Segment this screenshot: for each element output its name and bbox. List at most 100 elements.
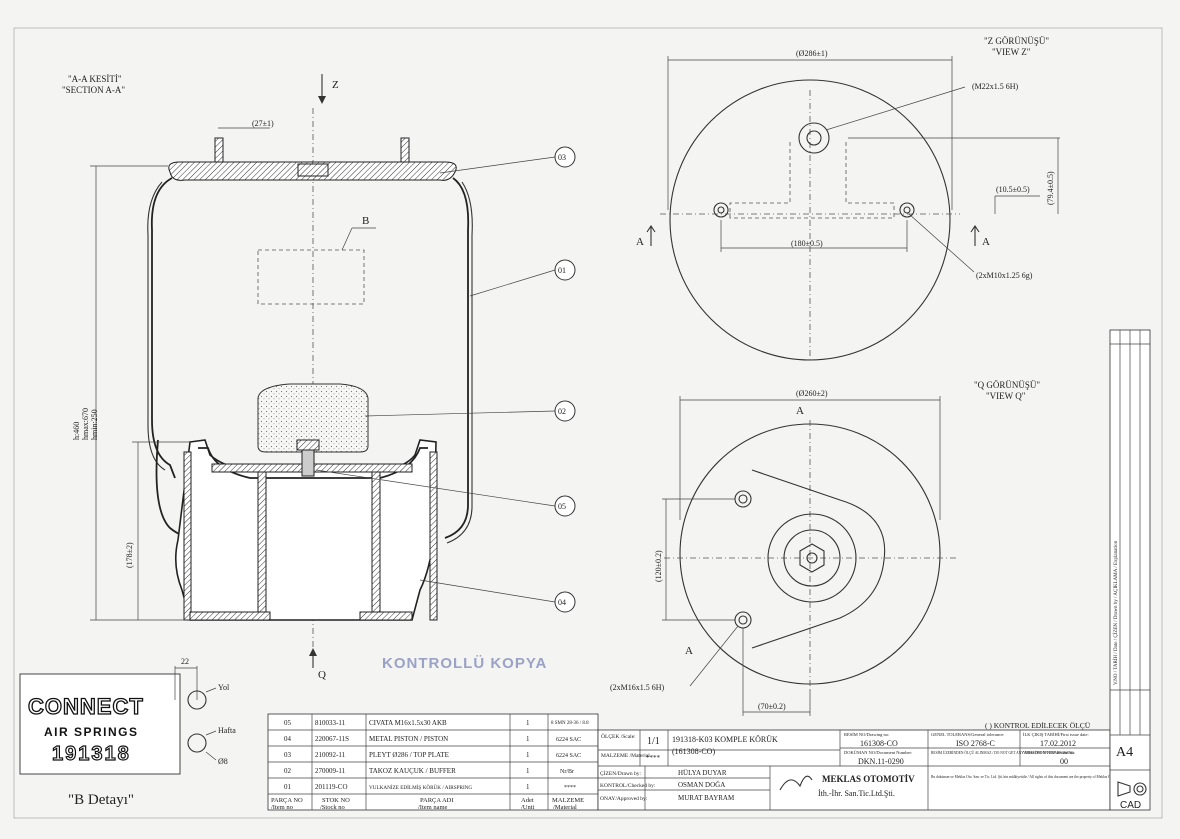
material-label: MALZEME /Material <box>601 753 650 759</box>
svg-text:Nr/Br: Nr/Br <box>560 769 574 775</box>
svg-text:/Material: /Material <box>553 804 577 811</box>
svg-text:CIVATA M16x1.5x30 AKB: CIVATA M16x1.5x30 AKB <box>369 719 447 727</box>
detail-b-box <box>257 249 365 305</box>
q-hole-bottom <box>734 611 752 629</box>
bolt-head <box>296 439 320 451</box>
q-hole-bottom-inner <box>738 615 748 625</box>
svg-text:02: 02 <box>558 407 566 416</box>
svg-text:PARÇA ADI: PARÇA ADI <box>420 797 454 804</box>
svg-text:01: 01 <box>284 783 292 791</box>
svg-text:VULKANİZE EDİLMİŞ KÖRÜK / AIRS: VULKANİZE EDİLMİŞ KÖRÜK / AIRSPRING <box>369 784 472 791</box>
svg-text:/Stock no: /Stock no <box>320 804 345 811</box>
z-section-a-left-arrow <box>646 225 656 246</box>
drawn-by: HÜLYA DUYAR <box>678 769 727 777</box>
z-spacing: (180±0.5) <box>791 239 823 248</box>
detail-b-label: B <box>362 215 369 227</box>
balloon-05: 05 <box>315 469 576 517</box>
tolerance: ISO 2768-C <box>956 739 995 748</box>
section-title-tr: "A-A KESİTİ" <box>68 74 122 84</box>
q-hub-outer <box>767 513 857 603</box>
parts-row: 02 270009-11 TAKOZ KAUÇUK / BUFFER 1 Nr/… <box>284 767 574 775</box>
height-min: hmin:250 <box>90 409 99 440</box>
svg-text:05: 05 <box>284 719 292 727</box>
sheet-size: A4 <box>1116 745 1133 760</box>
parts-row: 03 210092-11 PLEYT Ø286 / TOP PLATE 1 62… <box>284 751 581 759</box>
z-stud-right-thread <box>903 206 911 214</box>
q-thread: (2xM16x1.5 6H) <box>610 683 665 692</box>
view-q-title-en: "VIEW Q" <box>986 391 1026 401</box>
svg-text:/Item name: /Item name <box>418 804 448 811</box>
title-block <box>597 729 1111 811</box>
detail-b-dia: Ø8 <box>218 757 228 766</box>
z-arrow-label: Z <box>332 79 339 91</box>
buffer-section <box>257 383 369 453</box>
company-sub: İth.-İhr. San.Tic.Ltd.Şti. <box>818 789 895 798</box>
q-offset: (70±0.2) <box>758 702 786 711</box>
svg-text:210092-11: 210092-11 <box>315 751 346 759</box>
piston-top-rim <box>198 447 428 479</box>
logo-code: 191318 <box>52 743 131 765</box>
company-name: MEKLAS OTOMOTİV <box>822 774 915 784</box>
svg-text:METAL PISTON / PISTON: METAL PISTON / PISTON <box>369 735 448 743</box>
svg-text:8 SMN 28-36 / 8.8: 8 SMN 28-36 / 8.8 <box>551 721 589 726</box>
parts-row: 01 201119-CO VULKANİZE EDİLMİŞ KÖRÜK / A… <box>284 783 576 791</box>
svg-text:1: 1 <box>526 751 530 759</box>
detail-b-width: 22 <box>181 657 189 666</box>
legal-note: Bu doküman ve Meklas Oto. San. ve Tic. L… <box>931 775 1114 779</box>
z-offset-h: (10.5±0.5) <box>996 185 1030 194</box>
q-hub-center <box>806 552 818 564</box>
svg-text:1: 1 <box>526 767 530 775</box>
scale-label: ÖLÇEK /Scale: <box>601 733 636 740</box>
doc-no: DKN.11-0290 <box>858 757 904 766</box>
z-hidden-outline <box>729 142 895 219</box>
svg-text:03: 03 <box>558 153 566 162</box>
date-label: İLK ÇIKIŞ TARİHİ/First issue date: <box>1023 732 1089 737</box>
svg-text:/Unit: /Unit <box>521 804 535 811</box>
bellows-right-wall <box>444 177 470 539</box>
piston-outer-wall-right <box>429 451 438 621</box>
bellows-right-wall-inner <box>446 181 473 544</box>
svg-text:TAKOZ KAUÇUK / BUFFER: TAKOZ KAUÇUK / BUFFER <box>369 767 456 775</box>
balloon-03: 03 <box>439 146 576 174</box>
balloon-02: 02 <box>364 400 576 422</box>
piston-height: (178±2) <box>125 542 134 568</box>
cad-label: CAD <box>1120 800 1141 811</box>
bellows-left-wall <box>150 177 176 479</box>
z-center-boss <box>798 122 830 154</box>
z-thread-side: (2xM10x1.25 6g) <box>976 271 1033 280</box>
q-thread-leader <box>689 625 739 687</box>
doc-no-label: DOKÜMAN NO/Document Number: <box>844 750 912 755</box>
q-hole-top <box>734 490 752 508</box>
piston-base-right <box>359 611 413 621</box>
q-hole-top-inner <box>738 494 748 504</box>
z-section-a-left: A <box>636 236 644 248</box>
piston-inner-wall-right <box>371 471 381 613</box>
approved-label: ONAY/Approved by: <box>600 796 648 802</box>
z-center-thread <box>806 130 822 146</box>
z-side-thread-leader <box>908 213 975 273</box>
bolt-shank <box>301 449 315 477</box>
version: 00 <box>1060 757 1068 766</box>
svg-text:PARÇA NO: PARÇA NO <box>271 797 303 804</box>
svg-text:810033-11: 810033-11 <box>315 719 346 727</box>
svg-text:/Item no: /Item no <box>271 804 293 811</box>
company-signature <box>779 775 813 791</box>
svg-text:03: 03 <box>284 751 292 759</box>
part-name: 191318-K03 KOMPLE KÖRÜK <box>672 735 778 744</box>
q-arrow-label: Q <box>318 669 326 681</box>
q-hub-hex <box>799 543 825 573</box>
q-hub-mid <box>783 529 841 587</box>
tolerance-label: GENEL TOLERANS/General tolerance: <box>931 732 1004 737</box>
svg-text:1: 1 <box>526 735 530 743</box>
detail-b: 22 Yol Hafta Ø8 <box>174 657 236 766</box>
z-section-a-right: A <box>982 236 990 248</box>
view-z-title-en: "VIEW Z" <box>992 47 1031 57</box>
drawing-no: 161308-CO <box>860 739 898 748</box>
bellows-left-wall-inner <box>147 181 166 471</box>
connect-logo: CONNECT AIR SPRINGS 191318 <box>19 673 181 775</box>
svg-text:01: 01 <box>558 266 566 275</box>
z-diameter: (Ø286±1) <box>796 49 828 58</box>
piston-base-left <box>189 611 271 621</box>
